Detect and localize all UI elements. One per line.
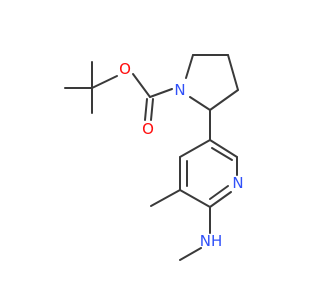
bond-ring-c-right-to-c-lower: [227, 54, 239, 91]
bond-py-c5-to-c4: [179, 139, 211, 158]
bond-carbonyl-double-1: [144, 98, 148, 121]
bond-py-c5-c6-inner: [211, 147, 233, 161]
bond-py-c3-to-methyl: [150, 189, 181, 207]
pyridine-nitrogen-label: N: [232, 174, 243, 192]
molecule-structure-diagram: O O N N NH: [64, 54, 244, 261]
ester-oxygen-label: O: [119, 60, 131, 78]
bond-nh-to-methyl: [179, 247, 202, 261]
bond-carbonyl-c-to-n: [149, 88, 173, 98]
carbonyl-oxygen-label: O: [142, 120, 154, 138]
methylamino-nh-label: NH: [200, 232, 223, 250]
bond-n-to-ring-c-top: [185, 54, 194, 79]
bond-carbonyl-double-2: [150, 98, 154, 121]
bond-py-c5-to-c6: [209, 139, 238, 158]
bond-py-n-c2-inner: [209, 185, 229, 200]
bond-py-n-to-c2: [209, 191, 232, 208]
bond-ring-c-lower-to-c2: [209, 89, 239, 111]
bond-py-c2-to-c3: [179, 189, 211, 208]
bond-tbu-to-ester-o: [91, 75, 118, 89]
bond-ester-o-to-carbonyl-c: [132, 73, 151, 98]
pyrrolidine-nitrogen-label: N: [174, 81, 185, 99]
bond-c2-to-n: [189, 96, 211, 111]
